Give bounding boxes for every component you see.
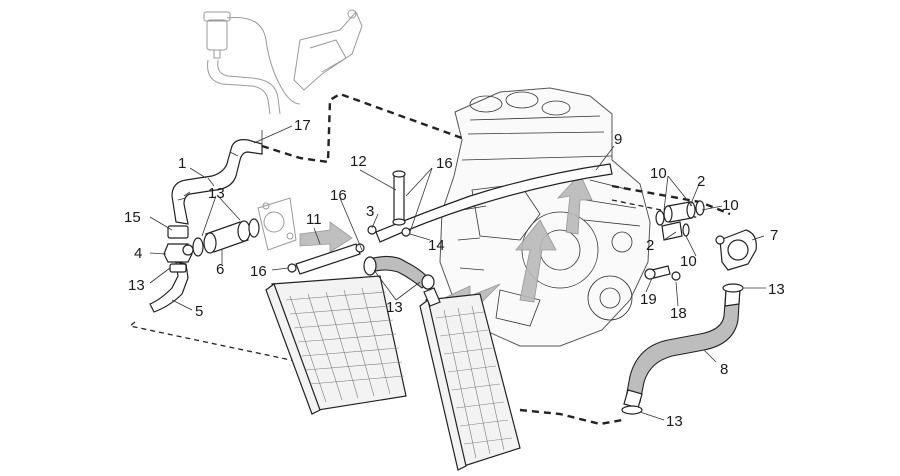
callout-2-top: 2 (697, 173, 705, 190)
expansion-tank (203, 9, 363, 115)
callout-13-bottom: 13 (666, 413, 683, 430)
pipe-part-14 (287, 243, 435, 290)
callout-1: 1 (178, 155, 186, 172)
callout-labels: 1 2 2 3 4 5 6 7 8 9 10 10 10 11 12 13 13… (124, 117, 785, 430)
water-pump-cover (257, 130, 297, 251)
callout-13-center: 13 (386, 299, 403, 316)
hose-part-6 (192, 218, 260, 257)
callout-13-top: 13 (208, 185, 225, 202)
callout-14: 14 (428, 237, 445, 254)
callout-7: 7 (770, 227, 778, 244)
callout-16-left: 16 (250, 263, 267, 280)
callout-10-a: 10 (650, 165, 667, 182)
callout-10-c: 10 (680, 253, 697, 270)
hose-part-9 (375, 163, 613, 243)
right-radiator (419, 287, 521, 471)
callout-8: 8 (720, 361, 728, 378)
callout-9: 9 (614, 131, 622, 148)
callout-17: 17 (294, 117, 311, 134)
callout-4: 4 (134, 245, 142, 262)
right-side-fittings (644, 200, 757, 281)
callout-10-b: 10 (722, 197, 739, 214)
callout-15: 15 (124, 209, 141, 226)
hose-part-8 (621, 283, 744, 415)
callout-16-mid: 16 (330, 187, 347, 204)
callout-6: 6 (216, 261, 224, 278)
callout-3: 3 (366, 203, 374, 220)
callout-11: 11 (306, 211, 322, 228)
pipe-part-12 (367, 170, 411, 237)
callout-5: 5 (195, 303, 203, 320)
callout-19: 19 (640, 291, 657, 308)
callout-2-bottom: 2 (646, 237, 654, 254)
callout-13-right: 13 (768, 281, 785, 298)
callout-12: 12 (350, 153, 367, 170)
left-fittings (149, 225, 194, 313)
callout-18: 18 (670, 305, 687, 322)
left-radiator (265, 275, 407, 415)
callout-13-left: 13 (128, 277, 145, 294)
callout-16-top: 16 (436, 155, 453, 172)
leader-lines (149, 125, 766, 421)
hose-upper-left (171, 139, 263, 225)
